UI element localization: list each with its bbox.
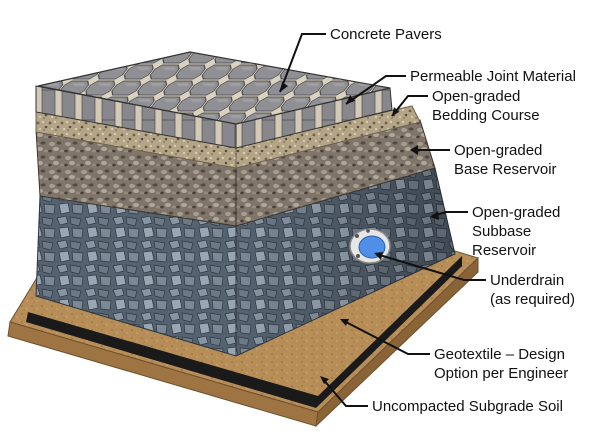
leader-lines <box>279 33 486 407</box>
arrowhead-subgrade <box>320 376 329 384</box>
underdrain-pipe <box>349 228 391 264</box>
label-geotextile: Geotextile – Design Option per Engineer <box>434 346 569 382</box>
arrowhead-underdrain <box>374 252 383 260</box>
arrowhead-bedding <box>392 107 399 116</box>
arrowhead-base <box>410 145 418 155</box>
label-concrete-pavers: Concrete Pavers <box>330 26 442 43</box>
label-base-reservoir: Open-graded Base Reservoir <box>454 142 557 178</box>
leader-bedding <box>391 95 428 117</box>
label-permeable-joint-material: Permeable Joint Material <box>410 68 576 85</box>
base-reservoir-layer <box>35 119 436 227</box>
arrowhead-geotextile <box>340 319 349 326</box>
arrowhead-permeable-joint <box>346 95 355 104</box>
concrete-pavers-layer <box>35 51 393 149</box>
leader-permeable-joint <box>345 75 406 105</box>
leader-underdrain <box>375 253 486 281</box>
geotextile-layer <box>26 256 462 408</box>
arrowhead-concrete-pavers <box>280 82 288 92</box>
label-subgrade-soil: Uncompacted Subgrade Soil <box>372 398 563 415</box>
label-underdrain: Underdrain (as required) <box>490 272 576 308</box>
leader-concrete-pavers <box>279 33 326 93</box>
leader-subgrade <box>321 377 368 407</box>
leader-geotextile <box>341 319 430 355</box>
label-subbase-reservoir: Open-graded Subbase Reservoir <box>472 204 561 259</box>
label-bedding-course: Open-graded Bedding Course <box>432 88 540 124</box>
subbase-reservoir-layer <box>35 167 456 357</box>
arrowhead-subbase <box>430 211 439 220</box>
